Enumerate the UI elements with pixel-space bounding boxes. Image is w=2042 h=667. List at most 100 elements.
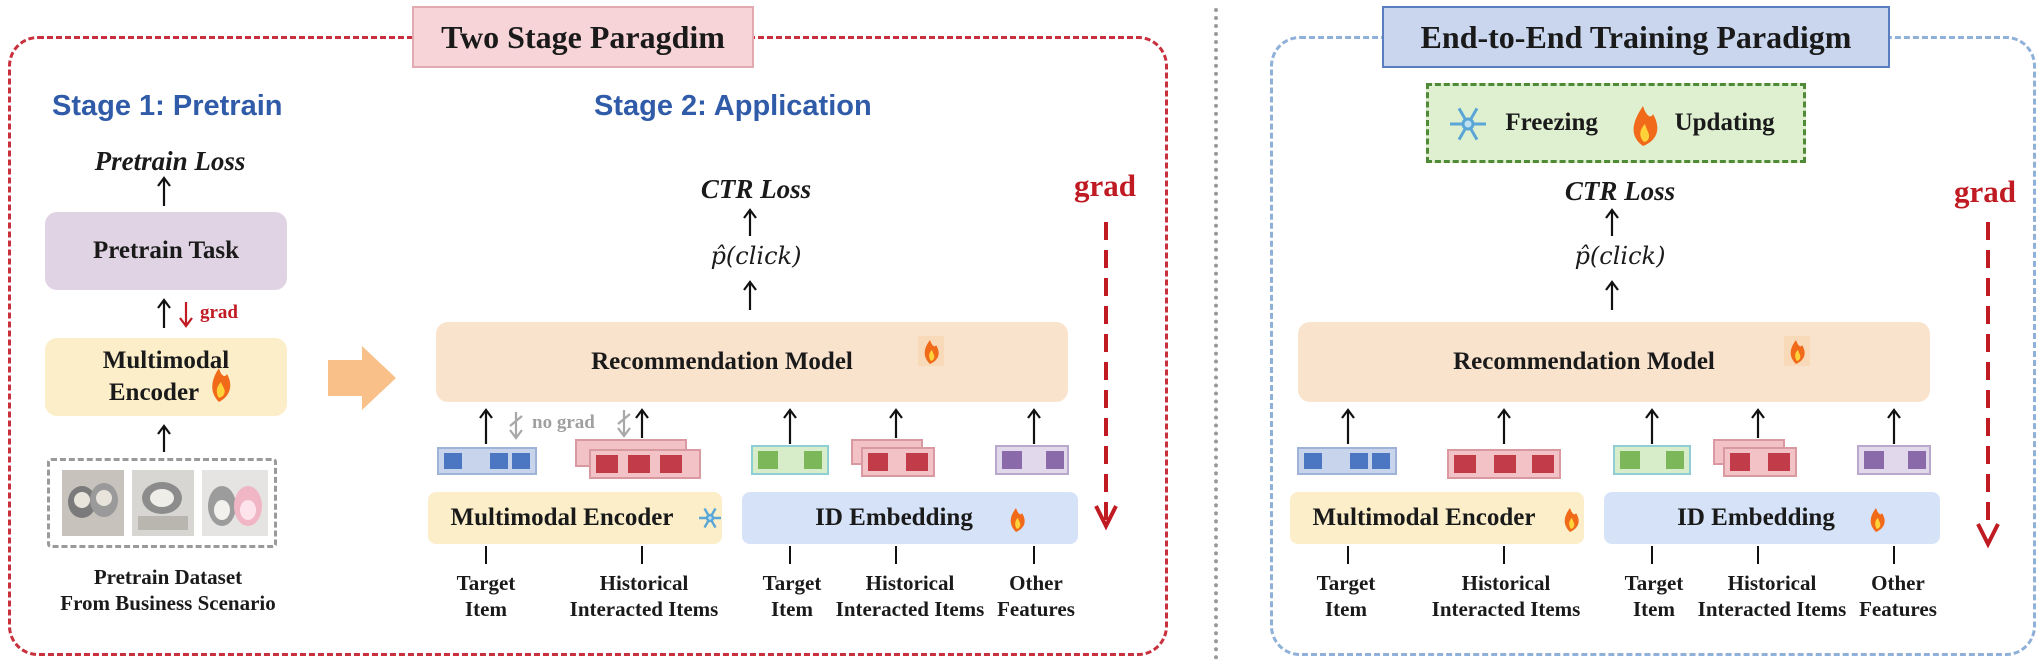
stage1-arrows: [157, 176, 171, 452]
e2e-input-historical: Historical Interacted Items: [1416, 570, 1596, 622]
pretrain-task-box: Pretrain Task: [45, 212, 287, 290]
s2-input-other-features: Other Features: [986, 570, 1086, 622]
pretrain-dataset-images: [47, 458, 277, 548]
stage2-encoder-box: Multimodal Encoder: [428, 492, 722, 544]
s2-input-target-item-2: Target Item: [742, 570, 842, 622]
input-line1: Target: [762, 571, 822, 595]
e2e-ctr-loss: CTR Loss: [1564, 176, 1676, 206]
two-stage-title: Two Stage Paragdim: [412, 6, 754, 68]
s2-input-target-item: Target Item: [436, 570, 536, 622]
input-line2: Item: [771, 597, 813, 621]
stage2-title: Stage 2: Application: [594, 90, 872, 122]
pretrain-loss: Pretrain Loss: [94, 146, 246, 176]
encoder-label-line2: Encoder: [109, 377, 223, 409]
fire-icon: [918, 336, 944, 366]
input-line1: Target: [1624, 571, 1684, 595]
encoder-label-line1: Multimodal: [102, 347, 230, 374]
rec-model-label: Recommendation Model: [591, 348, 853, 375]
no-grad-arrows: [509, 410, 631, 440]
fire-icon: [1870, 508, 1885, 532]
input-line1: Historical: [1727, 571, 1817, 595]
input-line1: Other: [1871, 571, 1925, 595]
e2e-rec-model-box: Recommendation Model: [1298, 322, 1930, 402]
e2e-encoder-label: Multimodal Encoder: [1312, 504, 1536, 531]
input-line2: Item: [1633, 597, 1675, 621]
legend-updating-label: Updating: [1674, 109, 1775, 136]
input-line1: Target: [1316, 571, 1376, 595]
e2e-emb-other: [1857, 445, 1931, 475]
e2e-id-embedding-label: ID Embedding: [1677, 504, 1835, 531]
e2e-arrows: [1341, 208, 1901, 444]
encoder-label-text: Encoder: [108, 379, 200, 406]
legend-box: Freezing Updating: [1426, 83, 1806, 163]
stage1-grad-label: grad: [200, 302, 238, 323]
input-line2: Item: [1325, 597, 1367, 621]
e2e-input-other-features: Other Features: [1848, 570, 1948, 622]
dataset-photo-2: [132, 470, 194, 536]
input-line1: Historical: [599, 571, 689, 595]
stage2-prob: p̂(click): [710, 242, 802, 270]
stage2-arrows: [479, 208, 1041, 444]
fire-icon: [1633, 106, 1658, 146]
stage-transition-arrow: [328, 346, 396, 410]
e2e-input-ticks: [1347, 546, 1895, 564]
dataset-photo-1: [62, 470, 124, 536]
input-line1: Target: [456, 571, 516, 595]
stage2-id-embedding-label: ID Embedding: [815, 504, 973, 531]
panel-divider: [1214, 8, 1218, 660]
e2e-grad-arrow: [1976, 222, 2000, 549]
e2e-encoder-box: Multimodal Encoder: [1290, 492, 1584, 544]
input-line1: Historical: [865, 571, 955, 595]
input-line2: Features: [1859, 597, 1937, 621]
snowflake-icon: [699, 507, 721, 529]
s2-emb-target-mm: [437, 447, 537, 475]
e2e-emb-target-mm: [1297, 447, 1397, 475]
stage2-ctr-loss: CTR Loss: [700, 174, 812, 204]
end-to-end-title: End-to-End Training Paradigm: [1382, 6, 1890, 68]
stage1-encoder-box: Multimodal Encoder: [45, 338, 287, 416]
s2-input-historical-2: Historical Interacted Items: [820, 570, 1000, 622]
fire-icon: [212, 368, 231, 402]
dataset-line2: From Business Scenario: [60, 591, 276, 615]
snowflake-icon: [1450, 107, 1486, 141]
s2-input-historical: Historical Interacted Items: [554, 570, 734, 622]
stage2-input-ticks: [485, 546, 1035, 564]
e2e-grad-label: grad: [1954, 174, 2016, 209]
s2-emb-hist-id: [851, 439, 935, 477]
e2e-rec-model-label: Recommendation Model: [1453, 348, 1715, 375]
dataset-line1: Pretrain Dataset: [93, 565, 243, 589]
input-line2: Interacted Items: [1697, 597, 1847, 621]
input-line1: Historical: [1461, 571, 1551, 595]
stage2-rec-model-box: Recommendation Model: [436, 322, 1068, 402]
fire-icon: [1784, 336, 1810, 366]
e2e-emb-target-id: [1613, 445, 1691, 475]
stage2-grad-label: grad: [1074, 168, 1136, 203]
no-grad-label: no grad: [532, 412, 595, 433]
legend-updating: Updating: [1627, 109, 1775, 137]
stage2-grad-arrow: [1094, 222, 1118, 531]
input-line1: Other: [1009, 571, 1063, 595]
e2e-prob: p̂(click): [1574, 242, 1666, 270]
s2-emb-target-id: [751, 445, 829, 475]
fire-icon: [1564, 508, 1579, 532]
stage1-title: Stage 1: Pretrain: [52, 90, 283, 122]
legend-freezing: Freezing: [1457, 109, 1598, 137]
pretrain-dataset-label: Pretrain Dataset From Business Scenario: [30, 564, 306, 616]
e2e-emb-hist-mm: [1447, 449, 1561, 479]
s2-emb-hist-mm: [575, 439, 701, 479]
e2e-emb-hist-id: [1713, 439, 1797, 477]
e2e-input-target-item: Target Item: [1296, 570, 1396, 622]
fire-icon: [1010, 508, 1025, 532]
e2e-input-historical-2: Historical Interacted Items: [1682, 570, 1862, 622]
dataset-photo-3: [202, 470, 268, 536]
input-line2: Interacted Items: [569, 597, 719, 621]
input-line2: Item: [465, 597, 507, 621]
input-line2: Interacted Items: [1431, 597, 1581, 621]
stage2-encoder-label: Multimodal Encoder: [450, 504, 674, 531]
legend-freezing-label: Freezing: [1505, 109, 1598, 136]
e2e-input-target-item-2: Target Item: [1604, 570, 1704, 622]
stage1-grad-arrow: [179, 302, 193, 328]
input-line2: Interacted Items: [835, 597, 985, 621]
s2-emb-other: [995, 445, 1069, 475]
